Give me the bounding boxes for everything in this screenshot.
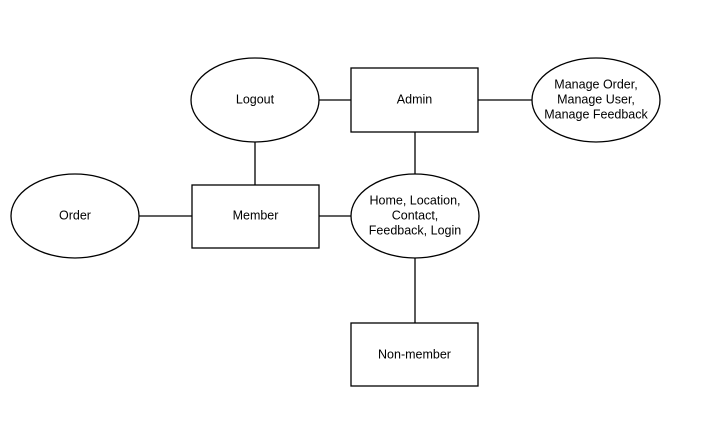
common-pages-line-1: Home, Location, xyxy=(369,193,460,207)
admin-functions-line-3: Manage Feedback xyxy=(544,107,648,121)
common-pages-node: Home, Location, Contact, Feedback, Login xyxy=(350,173,480,259)
non-member-label: Non-member xyxy=(378,347,451,361)
admin-functions-node: Manage Order, Manage User, Manage Feedba… xyxy=(531,57,661,143)
logout-node: Logout xyxy=(190,57,320,143)
admin-label: Admin xyxy=(397,92,432,106)
common-pages-line-3: Feedback, Login xyxy=(369,223,461,237)
member-label: Member xyxy=(233,208,279,222)
admin-functions-line-2: Manage User, xyxy=(557,92,635,106)
logout-label: Logout xyxy=(236,92,275,106)
connectors xyxy=(138,99,532,323)
order-node: Order xyxy=(10,173,140,259)
non-member-node: Non-member xyxy=(350,322,479,387)
order-label: Order xyxy=(59,208,91,222)
admin-functions-line-1: Manage Order, xyxy=(554,77,637,91)
admin-node: Admin xyxy=(350,67,479,133)
common-pages-line-2: Contact, xyxy=(392,208,439,222)
member-node: Member xyxy=(191,184,320,249)
